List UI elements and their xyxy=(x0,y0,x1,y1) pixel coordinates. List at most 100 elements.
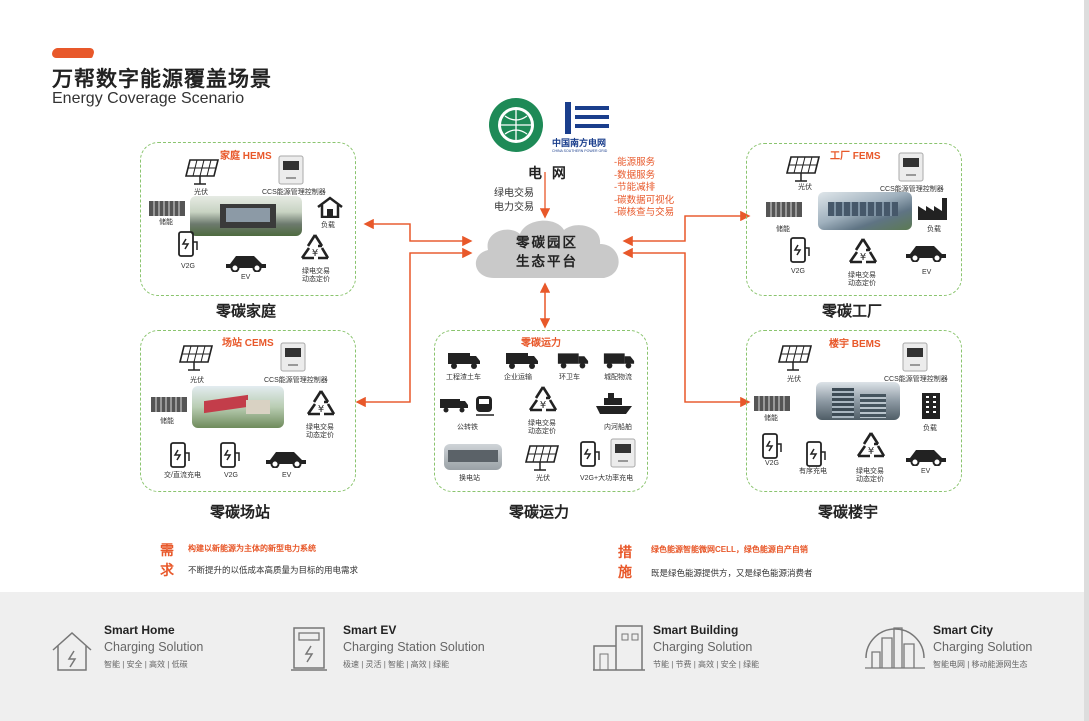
station-ctrl-label: CCS能源管理控制器 xyxy=(264,377,328,384)
building-scene-name: 零碳楼宇 xyxy=(818,504,879,521)
hub-line1: 零碳园区 xyxy=(516,235,578,250)
page-title: 万帮数字能源覆盖场景 xyxy=(52,68,272,91)
transport-scene-title: 零碳运力 xyxy=(521,338,561,349)
factory-ctrl-label: CCS能源管理控制器 xyxy=(880,186,944,193)
home-pv-label: 光伏 xyxy=(194,189,208,196)
factory-scene-name: 零碳工厂 xyxy=(822,303,883,320)
station-green-label: 绿电交易 动态定价 xyxy=(306,424,334,441)
factory-scene-title: 工厂 FEMS xyxy=(830,151,881,162)
solution-building-sub: Charging Solution xyxy=(653,640,753,654)
transport-t6-label: 内河船舶 xyxy=(604,424,632,431)
grid-trade: 绿电交易 电力交易 xyxy=(494,187,534,214)
recycle-yen-icon: ¥ xyxy=(306,390,336,416)
measures-char-2: 施 xyxy=(618,564,632,580)
building-ev-label: EV xyxy=(921,468,931,475)
home-scene-title: 家庭 HEMS xyxy=(220,151,272,162)
truck-icon xyxy=(506,353,538,369)
station-green1: 绿电交易 xyxy=(306,424,334,431)
station-photo xyxy=(192,386,284,428)
solar-panel-icon xyxy=(178,345,214,371)
solution-ev-title: Smart EV xyxy=(343,623,397,637)
factory-storage-label: 储能 xyxy=(776,226,790,233)
building-scene xyxy=(746,330,962,492)
home-green-label: 绿电交易 动态定价 xyxy=(302,268,330,285)
home-ctrl-label: CCS能源管理控制器 xyxy=(262,189,326,196)
page-subtitle: Energy Coverage Scenario xyxy=(52,90,245,107)
factory-load-label: 负载 xyxy=(927,226,941,233)
building-icon xyxy=(593,625,645,671)
controller-device-icon xyxy=(898,152,924,182)
station-scene-title: 场站 CEMS xyxy=(222,338,274,349)
svg-text:¥: ¥ xyxy=(868,446,874,457)
solution-home-sub: Charging Solution xyxy=(104,640,204,654)
transport-pv-label: 光伏 xyxy=(536,475,550,482)
transport-t2-label: 企业运输 xyxy=(504,374,532,381)
ev-charger-icon xyxy=(790,237,810,263)
station-scene-name: 零碳场站 xyxy=(210,504,271,521)
grid-trade-power: 电力交易 xyxy=(494,201,534,213)
service-item: -能源服务 xyxy=(614,157,656,168)
factory-green-label: 绿电交易 动态定价 xyxy=(848,272,876,289)
ev-charger-icon xyxy=(220,442,240,468)
grid-services: -能源服务 -数据服务 -节能减排 -碳数据可视化 -碳核查与交易 xyxy=(614,157,674,220)
controller-device-icon xyxy=(610,438,636,468)
ev-car-icon xyxy=(906,246,946,262)
transport-swap-label: 换电站 xyxy=(459,475,480,482)
hub-label: 零碳园区 生态平台 xyxy=(504,234,590,272)
factory-photo xyxy=(818,192,912,230)
solution-city-tags: 智能电网 | 移动能源网生态 xyxy=(933,660,1028,669)
solution-city-title: Smart City xyxy=(933,623,994,637)
page-edge xyxy=(1084,0,1089,721)
building-photo xyxy=(816,382,900,420)
grid-trade-green: 绿电交易 xyxy=(494,188,534,199)
transport-t4-label: 城配物流 xyxy=(604,374,632,381)
ev-car-icon xyxy=(226,256,266,272)
controller-device-icon xyxy=(902,342,928,372)
building-green-label: 绿电交易 动态定价 xyxy=(856,468,884,485)
ev-charger-icon xyxy=(806,441,826,467)
home-icon xyxy=(52,631,92,671)
station-ev-label: EV xyxy=(282,472,292,479)
solution-ev-sub: Charging Station Solution xyxy=(343,640,485,654)
building-load-label: 负载 xyxy=(923,425,937,432)
measures-line2: 既是绿色能源提供方，又是绿色能源消费者 xyxy=(651,568,813,578)
house-photo xyxy=(190,196,302,236)
home-green1: 绿电交易 xyxy=(302,268,330,275)
station-dc-label: 交/直流充电 xyxy=(164,472,201,479)
house-load-icon xyxy=(317,196,343,218)
delivery-truck-icon xyxy=(603,353,635,369)
ev-charger-icon xyxy=(762,433,782,459)
recycle-yen-icon: ¥ xyxy=(856,432,886,458)
service-item: -碳核查与交易 xyxy=(614,207,675,219)
ev-car-icon xyxy=(266,452,306,468)
ship-icon xyxy=(596,393,632,414)
hub-line2: 生态平台 xyxy=(516,253,578,269)
home-load-label: 负载 xyxy=(321,222,335,229)
svg-text:¥: ¥ xyxy=(318,404,324,415)
truck-train-icon xyxy=(440,396,494,416)
building-scene-title: 楼宇 BEMS xyxy=(829,339,881,350)
solution-home-tags: 智能 | 安全 | 高效 | 低碳 xyxy=(104,660,188,669)
solar-panel-icon xyxy=(777,345,813,371)
controller-device-icon xyxy=(280,342,306,372)
solution-building-tags: 节能 | 节费 | 高效 | 安全 | 绿能 xyxy=(653,660,760,669)
city-icon xyxy=(865,627,925,669)
controller-device-icon xyxy=(278,155,304,185)
needs-line1: 构建以新能源为主体的新型电力系统 xyxy=(188,544,316,553)
ev-charger-icon xyxy=(580,441,600,467)
transport-t5-label: 公转铁 xyxy=(457,424,478,431)
china-southern-grid-name: 中国南方电网 xyxy=(552,138,607,148)
state-grid-logo xyxy=(489,98,543,152)
battery-storage-icon xyxy=(766,202,802,217)
solar-panel-icon xyxy=(184,159,220,185)
connector-arrows xyxy=(355,172,751,408)
home-v2g-label: V2G xyxy=(181,263,196,270)
transport-green1: 绿电交易 xyxy=(528,420,556,427)
ev-charger-icon xyxy=(170,442,190,468)
transport-green2: 动态定价 xyxy=(528,428,556,436)
service-item: -节能减排 xyxy=(614,182,656,194)
solution-building-title: Smart Building xyxy=(653,623,739,637)
home-green2: 动态定价 xyxy=(302,276,330,284)
transport-t3-label: 环卫车 xyxy=(559,374,580,381)
